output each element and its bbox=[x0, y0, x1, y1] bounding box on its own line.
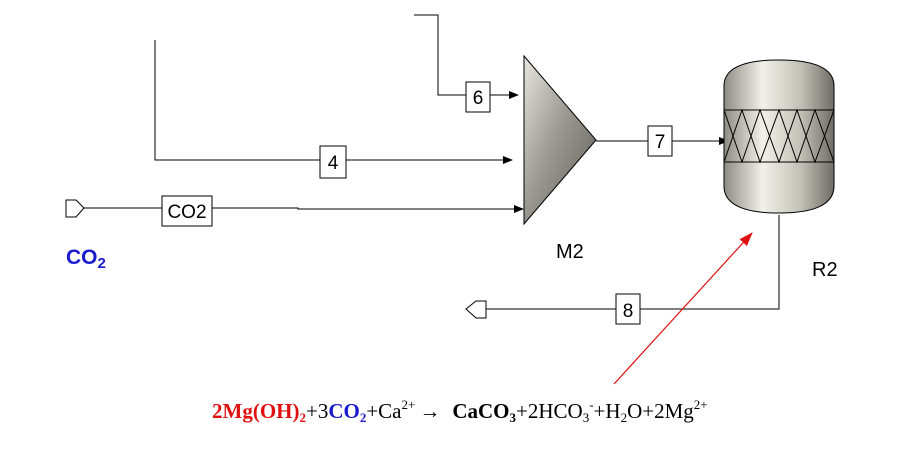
co2-feed-label: CO2 bbox=[66, 246, 106, 272]
stream-8-label: 8 bbox=[623, 301, 634, 322]
product-water-magnesium: O+2Mg bbox=[627, 399, 694, 423]
calcium-charge: 2+ bbox=[401, 397, 416, 412]
stream-6-tag[interactable]: 6 bbox=[465, 81, 491, 113]
plus-3: +3 bbox=[305, 399, 329, 423]
annotation-arrow bbox=[613, 232, 753, 385]
mixer-m2-label: M2 bbox=[556, 241, 584, 263]
reactor-r2-icon[interactable] bbox=[723, 59, 835, 214]
product-port-icon[interactable] bbox=[465, 300, 487, 319]
stream-7-label: 7 bbox=[655, 132, 666, 153]
stream-co2-tag[interactable]: CO2 bbox=[161, 195, 213, 227]
stream-8-line[interactable] bbox=[486, 215, 780, 310]
stream-co2-line[interactable] bbox=[84, 205, 524, 213]
reactant-2-subscript: 2 bbox=[359, 410, 367, 425]
reactant-2-text: CO bbox=[328, 399, 360, 423]
product-1-text: CaCO bbox=[452, 399, 510, 423]
co2-feed-label-main: CO bbox=[66, 246, 98, 269]
reactant-co2: CO2 bbox=[328, 399, 367, 425]
plus-calcium: +Ca bbox=[366, 399, 402, 423]
product-water-h: +H bbox=[593, 399, 621, 423]
stream-7-tag[interactable]: 7 bbox=[647, 125, 673, 157]
stream-4-line[interactable] bbox=[154, 40, 513, 164]
reaction-arrow: → bbox=[419, 399, 441, 423]
reactor-r2-label: R2 bbox=[812, 259, 838, 281]
reactant-1-subscript: 2 bbox=[299, 410, 306, 425]
reactant-magnesium-hydroxide: 2Mg(OH)2 bbox=[212, 399, 306, 425]
magnesium-charge: 2+ bbox=[693, 397, 708, 412]
bicarbonate-charge: - bbox=[589, 397, 594, 412]
stream-co2-label: CO2 bbox=[167, 202, 206, 223]
water-subscript: 2 bbox=[620, 410, 628, 425]
product-calcium-carbonate: CaCO3 bbox=[452, 399, 517, 425]
stream-4-tag[interactable]: 4 bbox=[319, 145, 347, 179]
product-bicarbonate: +2HCO bbox=[516, 399, 583, 423]
reactant-1-text: 2Mg(OH) bbox=[212, 399, 300, 423]
co2-feed-label-sub: 2 bbox=[98, 255, 106, 272]
product-1-subscript: 3 bbox=[509, 410, 517, 425]
reaction-equation: 2Mg(OH)2+3CO2+Ca2+→CaCO3+2HCO3-+H2O+2Mg2… bbox=[212, 397, 708, 426]
bicarbonate-subscript: 3 bbox=[582, 410, 590, 425]
stream-4-label: 4 bbox=[328, 153, 339, 174]
mixer-m2-icon[interactable] bbox=[523, 54, 597, 226]
feed-port-icon[interactable] bbox=[65, 199, 85, 218]
stream-6-label: 6 bbox=[473, 88, 484, 109]
stream-8-tag[interactable]: 8 bbox=[615, 293, 641, 325]
